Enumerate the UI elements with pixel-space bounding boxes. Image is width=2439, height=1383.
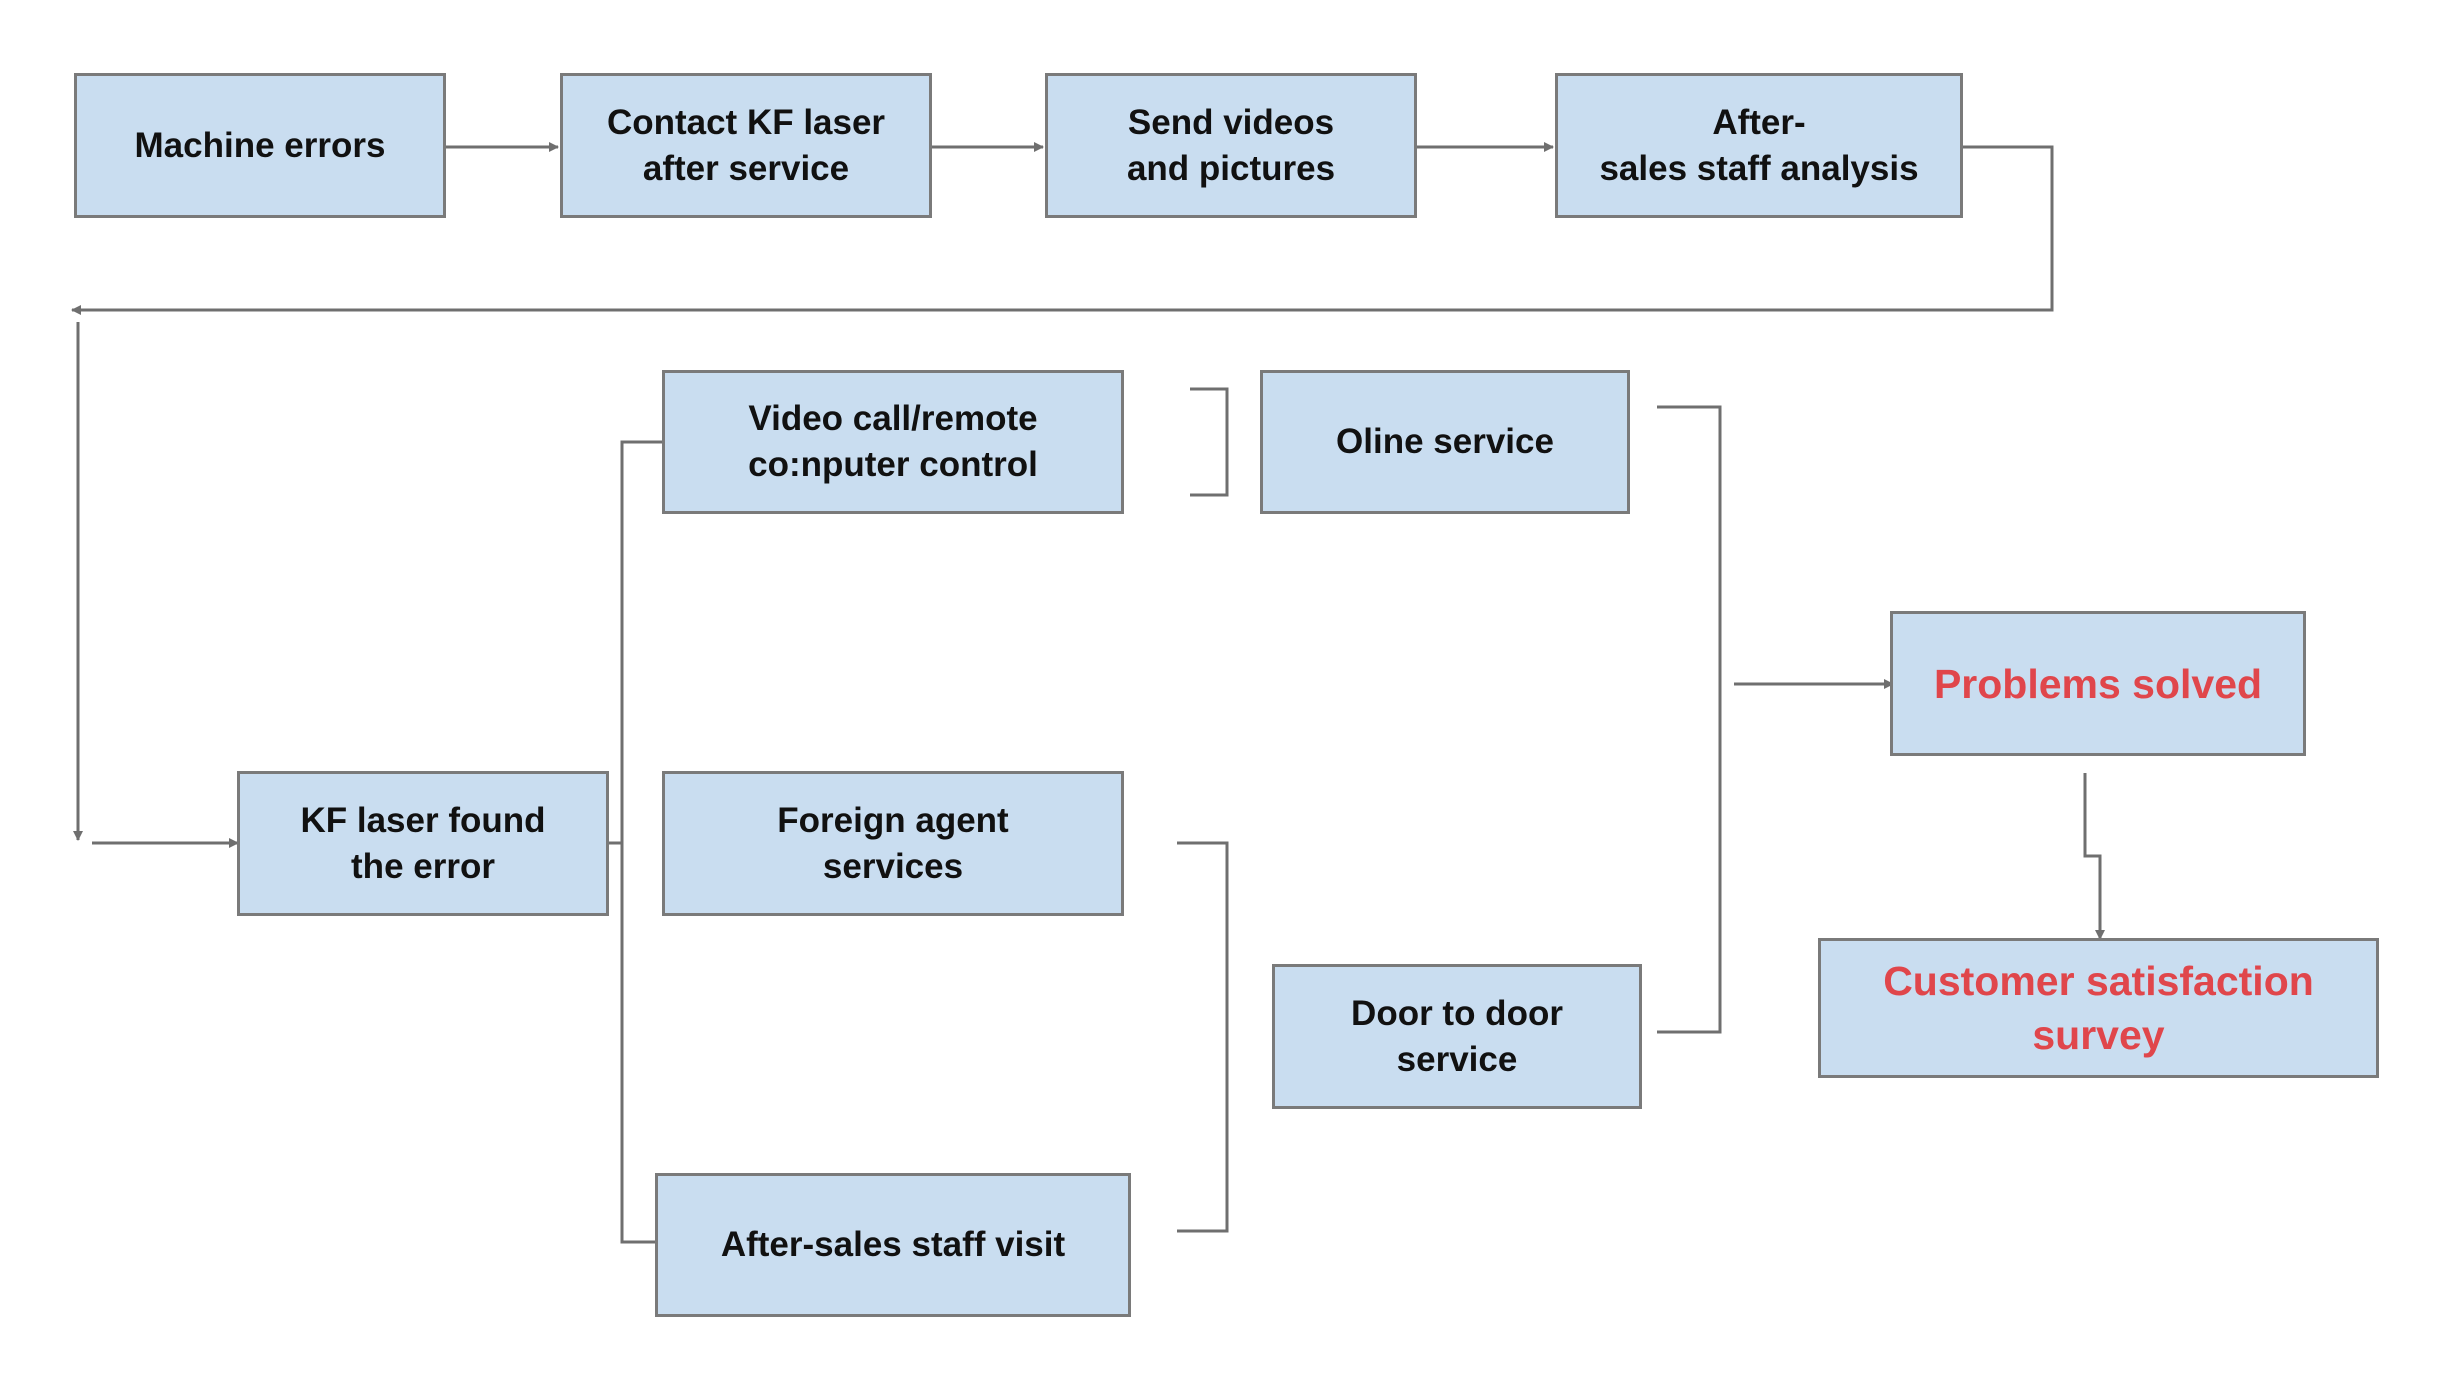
node-after-sales-analysis: After- sales staff analysis: [1555, 73, 1963, 218]
node-machine-errors: Machine errors: [74, 73, 446, 218]
node-kf-laser-found: KF laser found the error: [237, 771, 609, 916]
node-customer-survey: Customer satisfaction survey: [1818, 938, 2379, 1078]
bracket-services-to-solved: [1657, 405, 1722, 1034]
bracket-video-to-oline: [1190, 387, 1229, 497]
arrow-solved-to-survey: [2083, 773, 2105, 940]
bracket-options: [620, 440, 662, 1244]
connector-analysis-return: [71, 145, 2054, 315]
node-contact-kf-laser: Contact KF laser after service: [560, 73, 932, 218]
node-oline-service: Oline service: [1260, 370, 1630, 514]
bracket-agent-visit-to-door: [1177, 841, 1229, 1233]
node-foreign-agent: Foreign agent services: [662, 771, 1124, 916]
node-send-videos: Send videos and pictures: [1045, 73, 1417, 218]
node-door-to-door: Door to door service: [1272, 964, 1642, 1109]
node-after-sales-visit: After-sales staff visit: [655, 1173, 1131, 1317]
node-video-call: Video call/remote co:nputer control: [662, 370, 1124, 514]
node-problems-solved: Problems solved: [1890, 611, 2306, 756]
